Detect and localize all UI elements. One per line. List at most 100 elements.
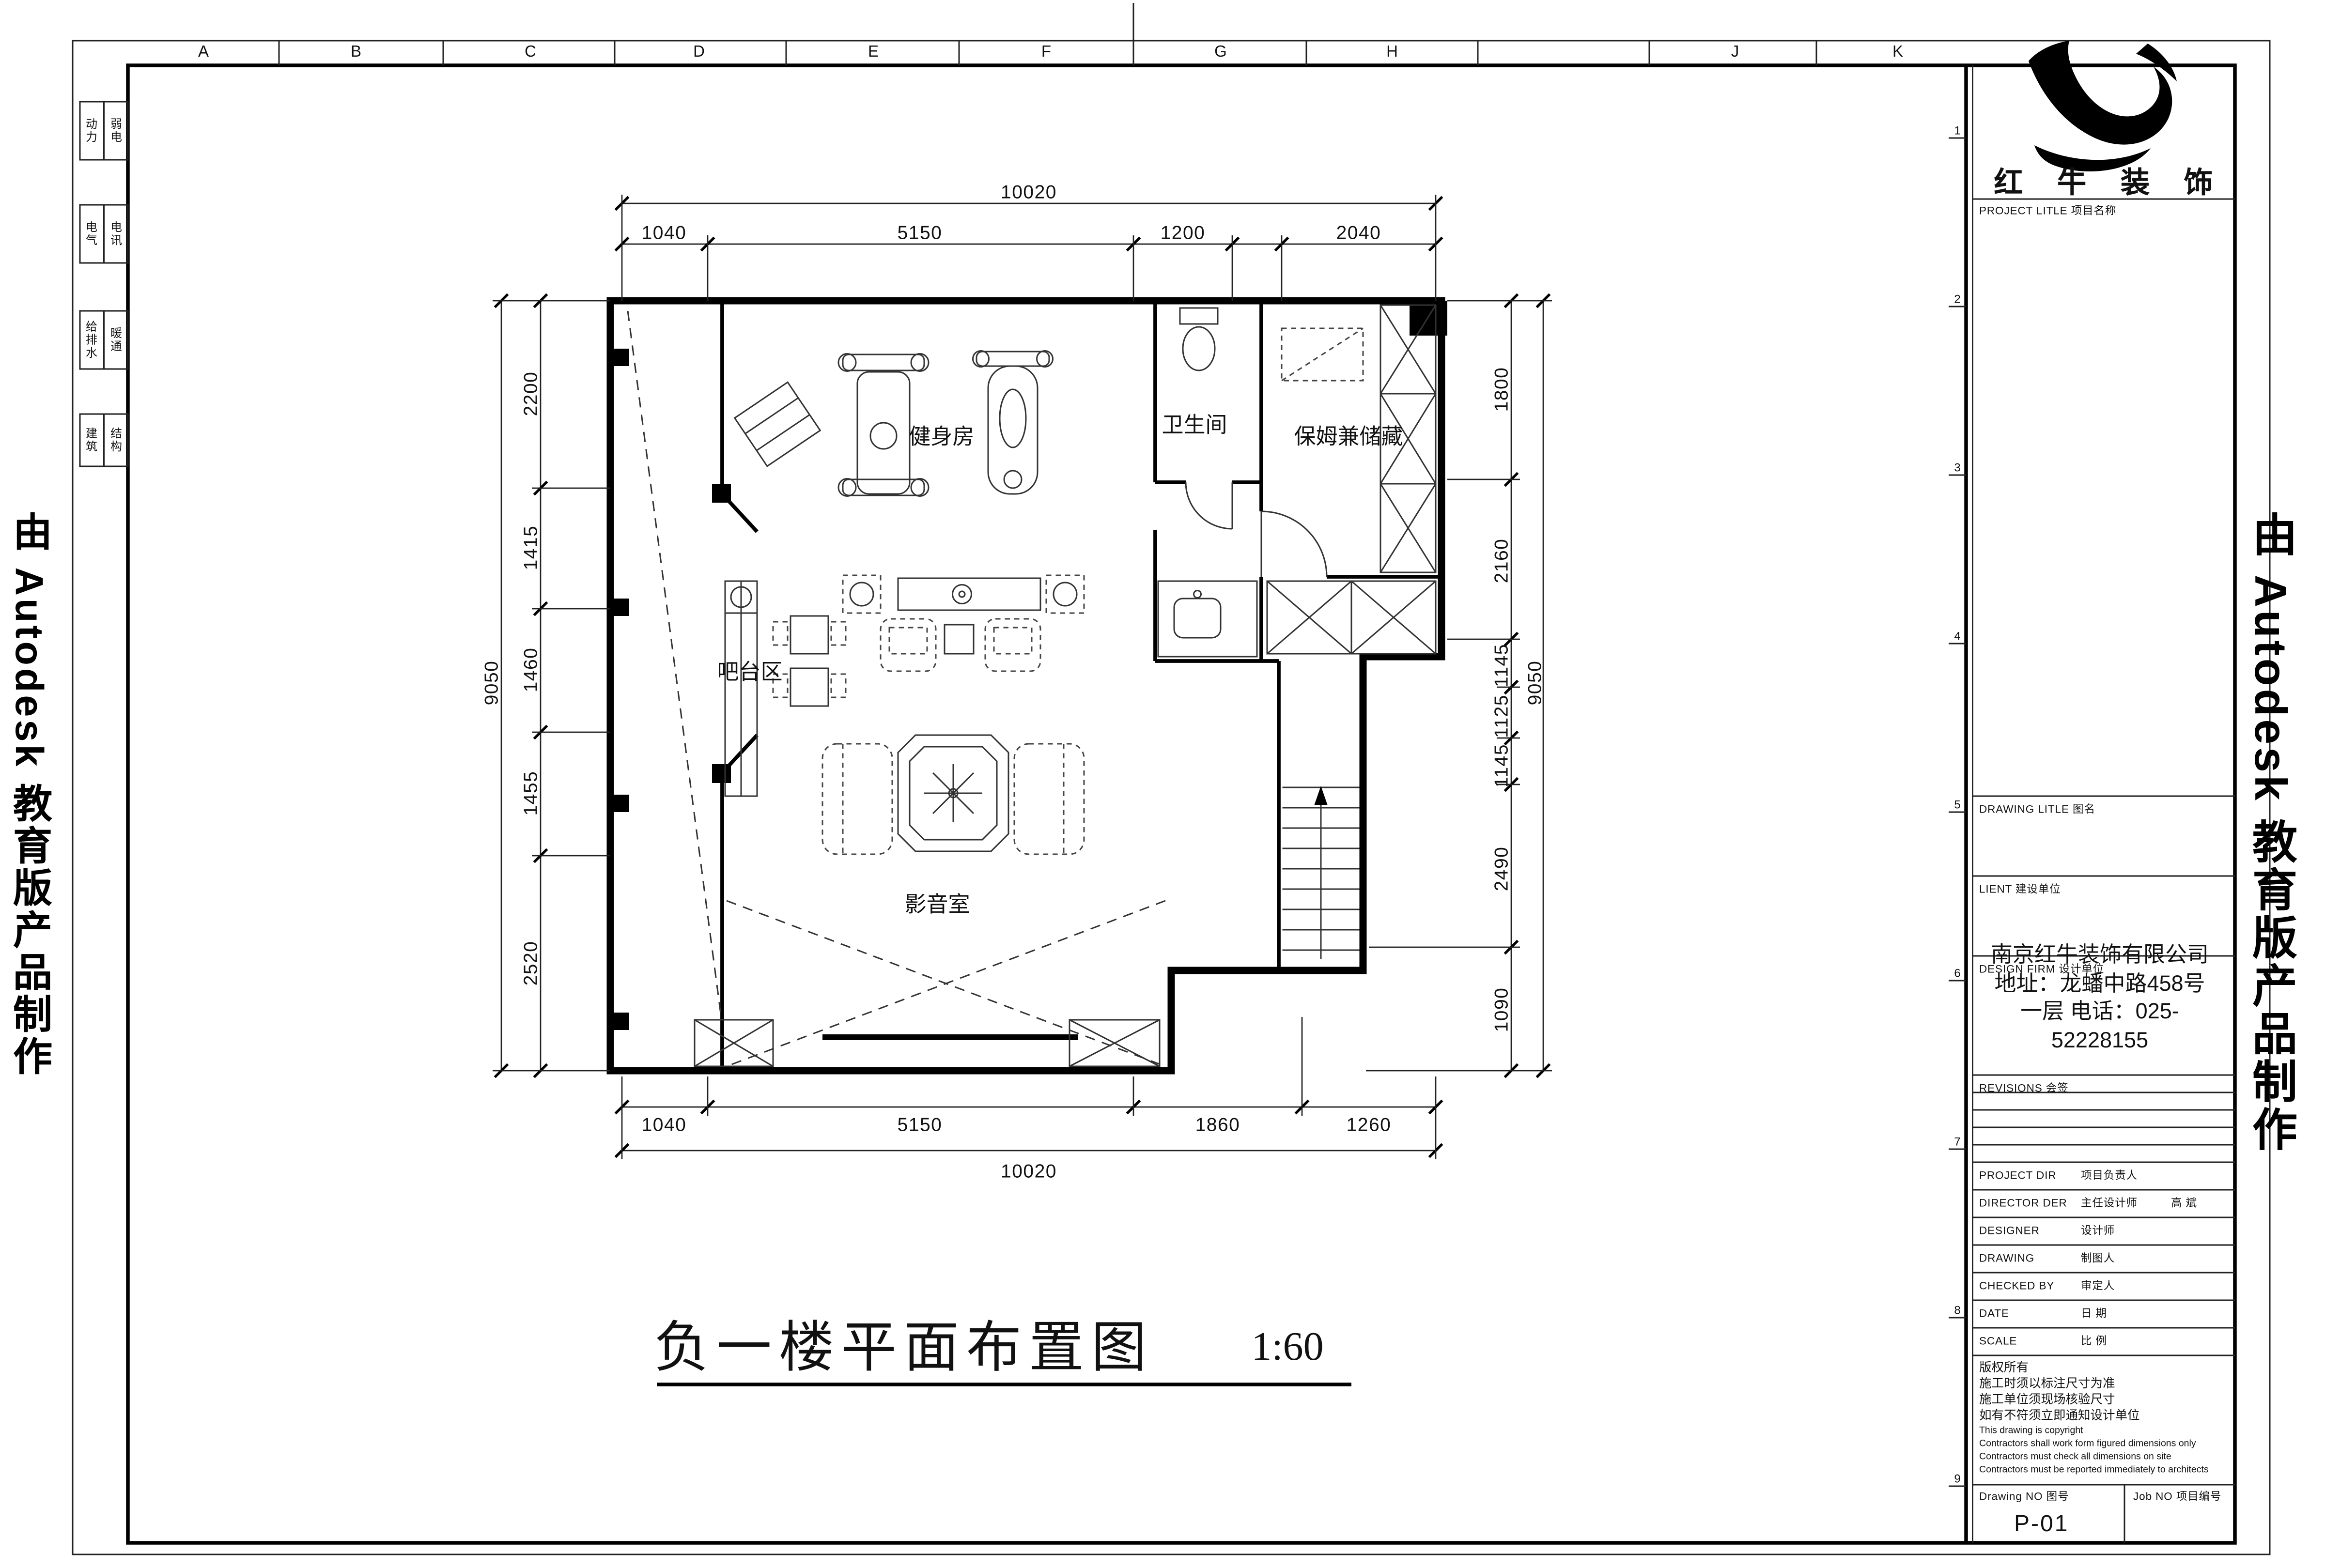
edge-number: 6 xyxy=(1954,967,1961,980)
row-en: SCALE xyxy=(1979,1334,2017,1348)
doors xyxy=(1185,482,1328,577)
sign-strip-cell: 给排水 xyxy=(85,320,98,360)
dim-label: 1415 xyxy=(519,525,542,570)
grid-col-label: D xyxy=(693,44,705,61)
dim-label: 1460 xyxy=(519,647,542,692)
dim-label: 1860 xyxy=(1195,1113,1240,1136)
dim-label: 10020 xyxy=(1001,181,1057,203)
title-block-lines xyxy=(1948,137,2235,1543)
room-label-storage: 保姆兼储藏 xyxy=(1294,425,1403,450)
row-cn: 日 期 xyxy=(2081,1307,2107,1320)
dim-label: 5150 xyxy=(897,221,943,244)
bull-logo xyxy=(2028,40,2177,171)
grid-col-label: G xyxy=(1214,44,1227,61)
job-no-label: Job NO 项目编号 xyxy=(2133,1490,2222,1503)
copyright-line: 版权所有 xyxy=(1979,1360,2029,1374)
dim-label: 1125 xyxy=(1490,694,1512,738)
copyright-line: Contractors must be reported immediately… xyxy=(1979,1465,2209,1476)
grid-col-label: F xyxy=(1041,44,1052,61)
dim-label: 2490 xyxy=(1490,846,1512,892)
revisions-label: REVISIONS 会签 xyxy=(1979,1081,2069,1095)
edge-number: 7 xyxy=(1954,1135,1961,1149)
row-en: DIRECTOR DER xyxy=(1979,1196,2067,1210)
copyright-line: Contractors must check all dimensions on… xyxy=(1979,1452,2171,1462)
copyright-line: 如有不符须立即通知设计单位 xyxy=(1979,1408,2140,1422)
stairs xyxy=(1282,785,1360,959)
grid-col-label: C xyxy=(525,44,536,61)
bathroom-fixtures xyxy=(1157,307,1258,658)
drawing-number: P-01 xyxy=(2014,1512,2069,1537)
room-label-gym: 健身房 xyxy=(909,425,975,450)
row-cn: 比 例 xyxy=(2081,1334,2107,1348)
edge-number: 1 xyxy=(1954,124,1961,138)
media-room-furniture xyxy=(694,574,1166,1067)
row-cn: 设计师 xyxy=(2081,1224,2115,1237)
room-label-bar: 吧台区 xyxy=(717,660,783,685)
drawing-scale: 1:60 xyxy=(1251,1325,1324,1370)
dim-label: 2200 xyxy=(519,371,542,416)
dim-label: 10020 xyxy=(1001,1160,1057,1182)
dim-label: 2160 xyxy=(1490,538,1512,584)
copyright-line: This drawing is copyright xyxy=(1979,1426,2083,1436)
client-label: LIENT 建设单位 xyxy=(1979,882,2061,896)
drawing-no-label: Drawing NO 图号 xyxy=(1979,1490,2069,1503)
drawing-title-label: DRAWING LITLE 图名 xyxy=(1979,802,2095,816)
copyright-line: Contractors shall work form figured dime… xyxy=(1979,1439,2196,1449)
row-en: PROJECT DIR xyxy=(1979,1168,2057,1182)
edge-number: 4 xyxy=(1954,630,1961,643)
dim-label: 9050 xyxy=(480,660,502,706)
row-en: DATE xyxy=(1979,1307,2009,1320)
drawing-title: 负一楼平面布置图 xyxy=(653,1318,1154,1380)
copyright-line: 施工单位须现场核验尺寸 xyxy=(1979,1392,2115,1406)
row-en: CHECKED BY xyxy=(1979,1279,2055,1292)
sheet-frame xyxy=(72,2,2271,1555)
edge-number: 3 xyxy=(1954,461,1961,475)
dimension-lines xyxy=(493,194,1552,1159)
room-label-bathroom: 卫生间 xyxy=(1162,413,1227,438)
grid-col-label: B xyxy=(350,44,362,61)
dim-label: 1040 xyxy=(641,221,687,244)
row-val: 高 斌 xyxy=(2171,1196,2197,1210)
walls xyxy=(606,297,1447,1075)
dim-label: 1090 xyxy=(1490,987,1512,1032)
edge-number: 9 xyxy=(1954,1472,1961,1486)
autodesk-watermark-left: 由 Autodesk 教育版产品制作 xyxy=(7,511,51,1078)
dim-label: 1040 xyxy=(641,1113,687,1136)
grid-col-label: E xyxy=(868,44,879,61)
dim-label: 2520 xyxy=(519,940,542,986)
dim-label: 2040 xyxy=(1336,221,1381,244)
row-cn: 主任设计师 xyxy=(2081,1196,2138,1210)
brand-name: 红 牛 装 饰 xyxy=(1994,168,2226,200)
row-cn: 审定人 xyxy=(2081,1279,2115,1292)
row-en: DESIGNER xyxy=(1979,1224,2040,1237)
row-cn: 制图人 xyxy=(2081,1251,2115,1265)
sign-strip-cell: 弱电 xyxy=(109,118,123,144)
sign-strip-cell: 电气 xyxy=(85,221,98,247)
bar-furniture xyxy=(724,580,847,797)
grid-col-label: H xyxy=(1386,44,1398,61)
dim-label: 1800 xyxy=(1490,367,1512,412)
sign-strip-cell: 动力 xyxy=(85,118,98,144)
sign-strip-cell: 结构 xyxy=(109,427,123,453)
copyright-line: 施工时须以标注尺寸为准 xyxy=(1979,1376,2115,1390)
room-label-media: 影音室 xyxy=(904,892,970,918)
sign-strip-cell: 暖通 xyxy=(109,327,123,353)
edge-number: 8 xyxy=(1954,1304,1961,1317)
sign-strip-cell: 建筑 xyxy=(85,427,98,453)
dim-label: 1200 xyxy=(1160,221,1206,244)
row-en: DRAWING xyxy=(1979,1251,2035,1265)
gym-equipment xyxy=(733,350,1054,497)
dim-label: 9050 xyxy=(1523,660,1546,706)
grid-col-label: K xyxy=(1892,44,1904,61)
autodesk-watermark-right: 由 Autodesk 教育版产品制作 xyxy=(2245,511,2296,1154)
row-cn: 项目负责人 xyxy=(2081,1168,2138,1182)
dim-label: 1145 xyxy=(1490,644,1512,687)
edge-number: 2 xyxy=(1954,292,1961,306)
dim-label: 1455 xyxy=(519,770,542,816)
project-title-label: PROJECT LITLE 项目名称 xyxy=(1979,204,2117,217)
dim-label: 5150 xyxy=(897,1113,943,1136)
grid-col-label: J xyxy=(1731,44,1739,61)
closet-cabinets xyxy=(1266,304,1437,655)
